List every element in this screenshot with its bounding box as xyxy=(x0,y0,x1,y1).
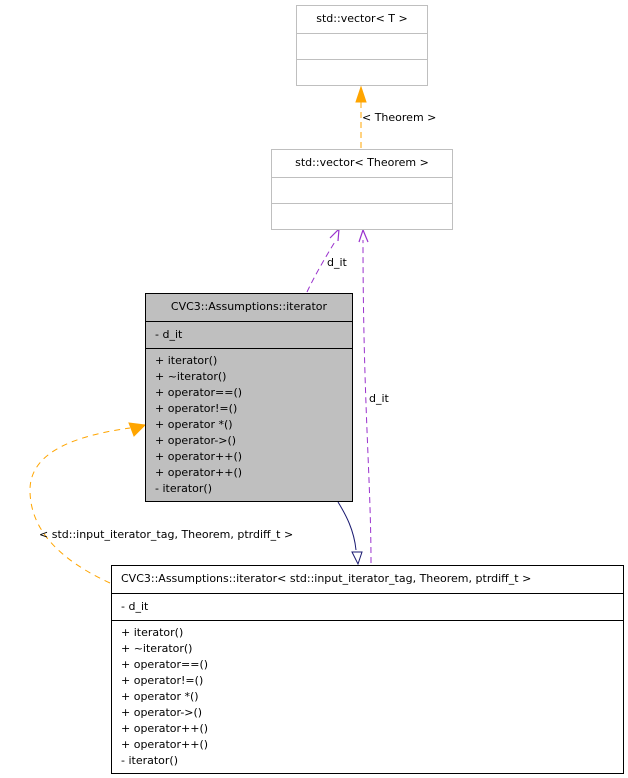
class-node-std-vector-theorem[interactable]: std::vector< Theorem > xyxy=(271,149,453,230)
method: + operator *() xyxy=(155,418,233,431)
edge-label-theorem: < Theorem > xyxy=(362,111,437,124)
method: + operator++() xyxy=(121,722,209,735)
method: + operator->() xyxy=(121,706,203,719)
method: + operator->() xyxy=(155,434,237,447)
open-arrow-icon xyxy=(329,227,340,242)
method: - iterator() xyxy=(155,482,213,495)
class-node-iterator-template[interactable]: CVC3::Assumptions::iterator< std::input_… xyxy=(111,565,624,774)
edge-label-template-args: < std::input_iterator_tag, Theorem, ptrd… xyxy=(39,528,294,541)
edge-usage-template-d-it xyxy=(358,228,372,564)
method: + operator++() xyxy=(155,450,243,463)
edge-label-d-it: d_it xyxy=(369,392,389,405)
edge-template-iterator xyxy=(29,422,147,584)
class-methods xyxy=(297,59,427,85)
class-attributes xyxy=(297,33,427,59)
hollow-triangle-icon xyxy=(351,551,363,566)
method: + operator++() xyxy=(155,466,243,479)
method: + operator++() xyxy=(121,738,209,751)
class-title: CVC3::Assumptions::iterator xyxy=(170,300,328,313)
method: + operator!=() xyxy=(155,402,238,415)
edge-inheritance xyxy=(337,501,363,566)
class-attributes xyxy=(272,177,452,203)
class-attributes: - d_it xyxy=(112,593,623,620)
class-title: std::vector< Theorem > xyxy=(295,156,429,169)
open-arrow-icon xyxy=(358,228,369,243)
class-node-std-vector-t[interactable]: std::vector< T > xyxy=(296,5,428,86)
class-title: std::vector< T > xyxy=(316,12,408,25)
class-title: CVC3::Assumptions::iterator< std::input_… xyxy=(121,572,532,585)
edge-label-d-it: d_it xyxy=(327,256,347,269)
arrowhead-icon xyxy=(355,85,367,103)
method: + iterator() xyxy=(121,626,184,639)
attribute: - d_it xyxy=(155,328,183,341)
arrowhead-icon xyxy=(128,422,147,437)
method: + ~iterator() xyxy=(121,642,193,655)
class-methods xyxy=(272,203,452,229)
class-attributes: - d_it xyxy=(146,321,352,348)
method: - iterator() xyxy=(121,754,179,767)
method: + operator!=() xyxy=(121,674,204,687)
method: + ~iterator() xyxy=(155,370,227,383)
class-node-assumptions-iterator[interactable]: CVC3::Assumptions::iterator - d_it + ite… xyxy=(145,293,353,502)
class-methods: + iterator() + ~iterator() + operator==(… xyxy=(112,620,623,769)
class-methods: + iterator() + ~iterator() + operator==(… xyxy=(146,348,352,497)
method: + operator *() xyxy=(121,690,199,703)
edge-template-vector xyxy=(355,85,367,148)
method: + iterator() xyxy=(155,354,218,367)
method: + operator==() xyxy=(155,386,243,399)
attribute: - d_it xyxy=(121,600,149,613)
method: + operator==() xyxy=(121,658,209,671)
